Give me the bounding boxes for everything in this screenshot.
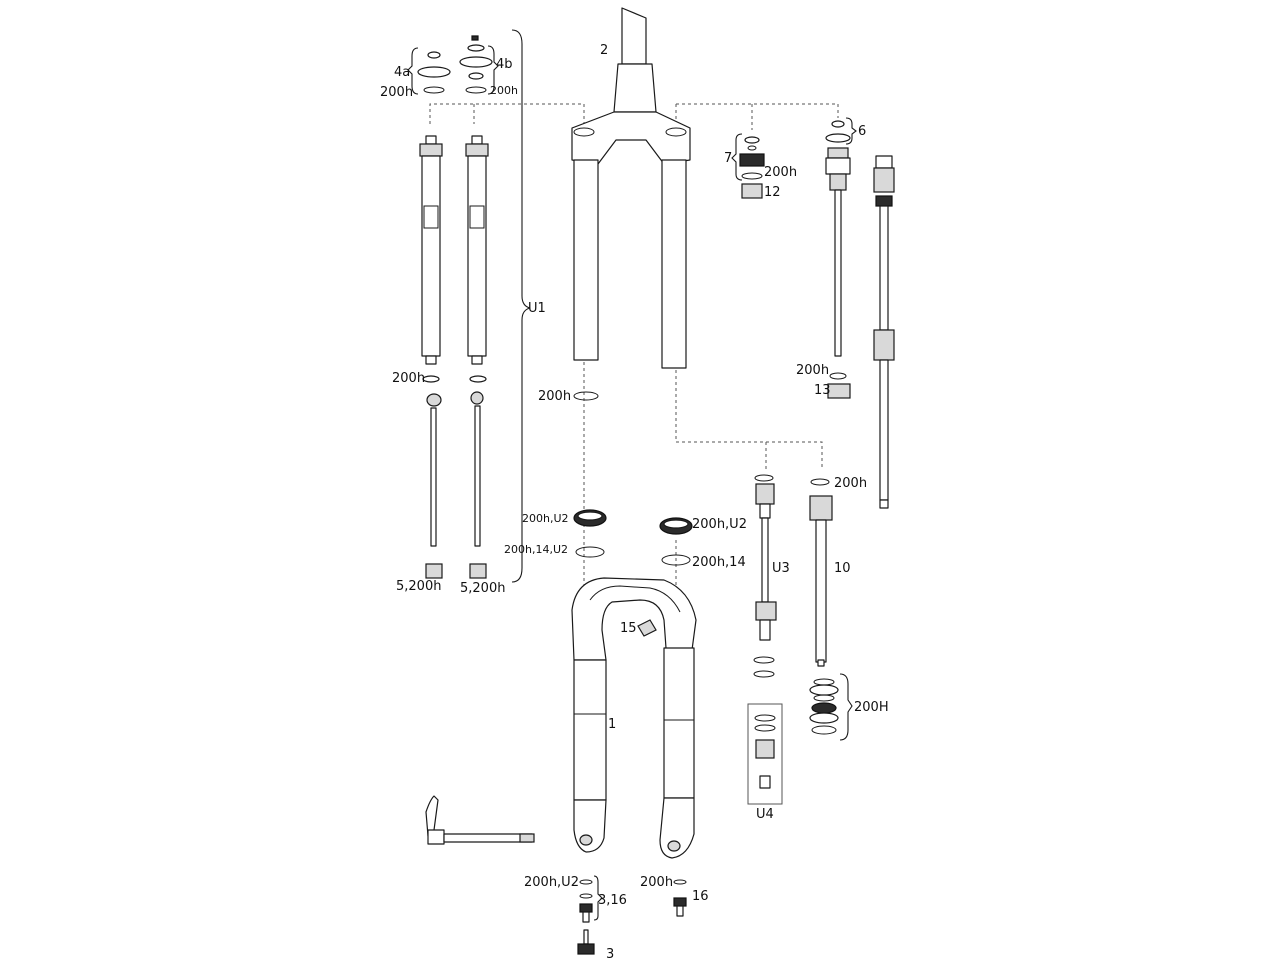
top-cap-4a: [417, 51, 451, 94]
label-12: 12: [764, 185, 781, 200]
label-4a: 4a: [394, 65, 410, 80]
label-15: 15: [620, 621, 637, 636]
bracket-7: [731, 133, 743, 181]
bracket-3-16: [593, 875, 603, 921]
seal-stack-200H: [809, 678, 839, 735]
label-200h-h: 200h: [640, 875, 673, 890]
label-10: 10: [834, 561, 851, 576]
label-200h-14: 200h,14: [692, 555, 746, 570]
bracket-6: [845, 117, 857, 145]
callout-labels: 2 4a 4b 200h 200h 6 7 200h 12 U1 200h 20…: [380, 43, 889, 960]
crown-steerer-assembly: [571, 7, 691, 369]
damper-cartridge: [873, 155, 895, 509]
dust-seal-right: [659, 517, 693, 566]
u4-kit-box: [747, 703, 783, 805]
label-200h-U2-c: 200h,U2: [524, 875, 579, 890]
label-5-200h-b: 5,200h: [460, 581, 505, 596]
label-5-200h-a: 5,200h: [396, 579, 441, 594]
label-200h-c: 200h: [764, 165, 797, 180]
label-13: 13: [814, 383, 831, 398]
dust-seal-left: [573, 509, 607, 558]
label-U4: U4: [756, 807, 774, 822]
bracket-200H: [839, 673, 853, 741]
bottom-bolt-3-16: [577, 879, 595, 955]
label-3: 3: [606, 947, 614, 960]
label-U1: U1: [528, 301, 546, 316]
label-200h-14-U2: 200h,14,U2: [504, 543, 568, 556]
label-200h-g: 200h: [834, 476, 867, 491]
label-200h-f: 200h: [538, 389, 571, 404]
label-200h-a: 200h: [380, 85, 413, 100]
bracket-4b: [487, 45, 499, 95]
air-spring-cartridge-right: [465, 135, 489, 579]
label-200H: 200H: [854, 700, 889, 715]
bottom-bolt-16: [673, 879, 687, 917]
label-200h-U2-a: 200h,U2: [522, 512, 569, 525]
label-4b: 4b: [496, 57, 513, 72]
label-1: 1: [608, 717, 616, 732]
damper-shaft-10: [809, 478, 833, 667]
label-200h-b: 200h: [490, 84, 518, 97]
damper-top-cap-7: [739, 136, 765, 199]
rebound-assembly-u3: [753, 474, 777, 678]
lower-leg-assembly: [571, 577, 697, 859]
thru-axle: [425, 795, 535, 845]
label-200h-e: 200h: [796, 363, 829, 378]
label-7: 7: [724, 151, 732, 166]
label-16: 16: [692, 889, 709, 904]
label-200h-U2-b: 200h,U2: [692, 517, 747, 532]
air-spring-cartridge-left: [419, 135, 443, 579]
label-2: 2: [600, 43, 608, 58]
u1-bracket: [511, 29, 531, 583]
top-cap-4b: [459, 35, 493, 94]
label-200h-d: 200h: [392, 371, 425, 386]
label-U3: U3: [772, 561, 790, 576]
bracket-4a: [407, 47, 419, 95]
label-3-16: 3,16: [598, 893, 627, 908]
damper-top-cap-6: [825, 120, 851, 399]
seal-ring-200h: [573, 391, 599, 401]
label-6: 6: [858, 124, 866, 139]
